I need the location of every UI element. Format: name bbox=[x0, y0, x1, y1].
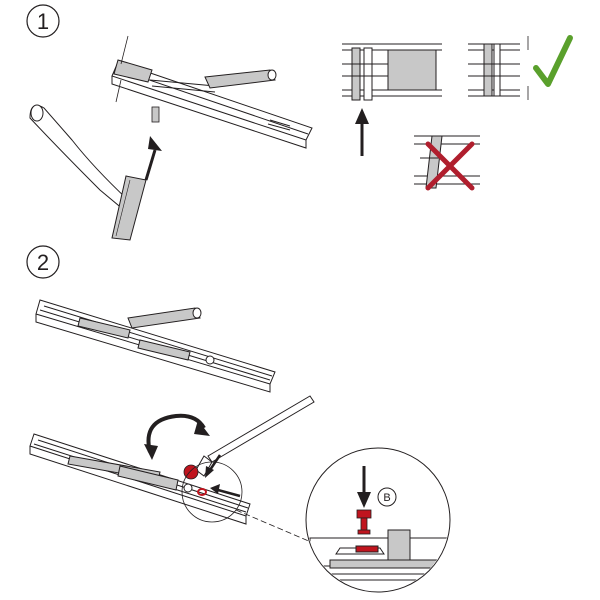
dimension-line bbox=[120, 35, 129, 65]
hammer bbox=[29, 104, 147, 241]
rail-with-lever bbox=[111, 59, 313, 149]
rail-lower bbox=[29, 433, 251, 525]
check-icon bbox=[533, 35, 573, 87]
dimension-line bbox=[115, 79, 122, 103]
step-1-badge bbox=[26, 4, 60, 38]
arrow-up-icon bbox=[144, 136, 162, 181]
zoom-connector bbox=[235, 509, 319, 546]
step-1: 1 bbox=[26, 4, 573, 241]
step-2: 2 bbox=[26, 245, 451, 593]
callout-b-label: B bbox=[383, 492, 390, 504]
step-2-number: 2 bbox=[37, 250, 49, 275]
zoom-source-circle bbox=[181, 461, 243, 523]
detail-magnified: B bbox=[305, 447, 451, 593]
callout-b-badge bbox=[377, 487, 397, 507]
hammer-head bbox=[111, 175, 147, 241]
detail-pin-position bbox=[342, 43, 442, 101]
push-pin bbox=[356, 509, 372, 535]
arrow-up-icon bbox=[355, 108, 369, 156]
lever-handle bbox=[204, 69, 276, 89]
red-hole bbox=[197, 488, 207, 496]
detail-wrong bbox=[414, 135, 480, 189]
pin bbox=[151, 106, 160, 123]
rail-upper bbox=[35, 299, 276, 393]
rotate-arrow-icon bbox=[144, 413, 210, 460]
step-1-number: 1 bbox=[37, 9, 49, 34]
step-2-badge bbox=[26, 245, 60, 279]
rail-end-block bbox=[113, 59, 153, 83]
lever-handle bbox=[127, 307, 201, 329]
arrow-down-icon bbox=[357, 466, 371, 508]
arrow-left-icon bbox=[210, 484, 241, 498]
cross-icon bbox=[425, 141, 475, 191]
detail-correct bbox=[468, 36, 529, 100]
red-pin bbox=[183, 464, 199, 480]
